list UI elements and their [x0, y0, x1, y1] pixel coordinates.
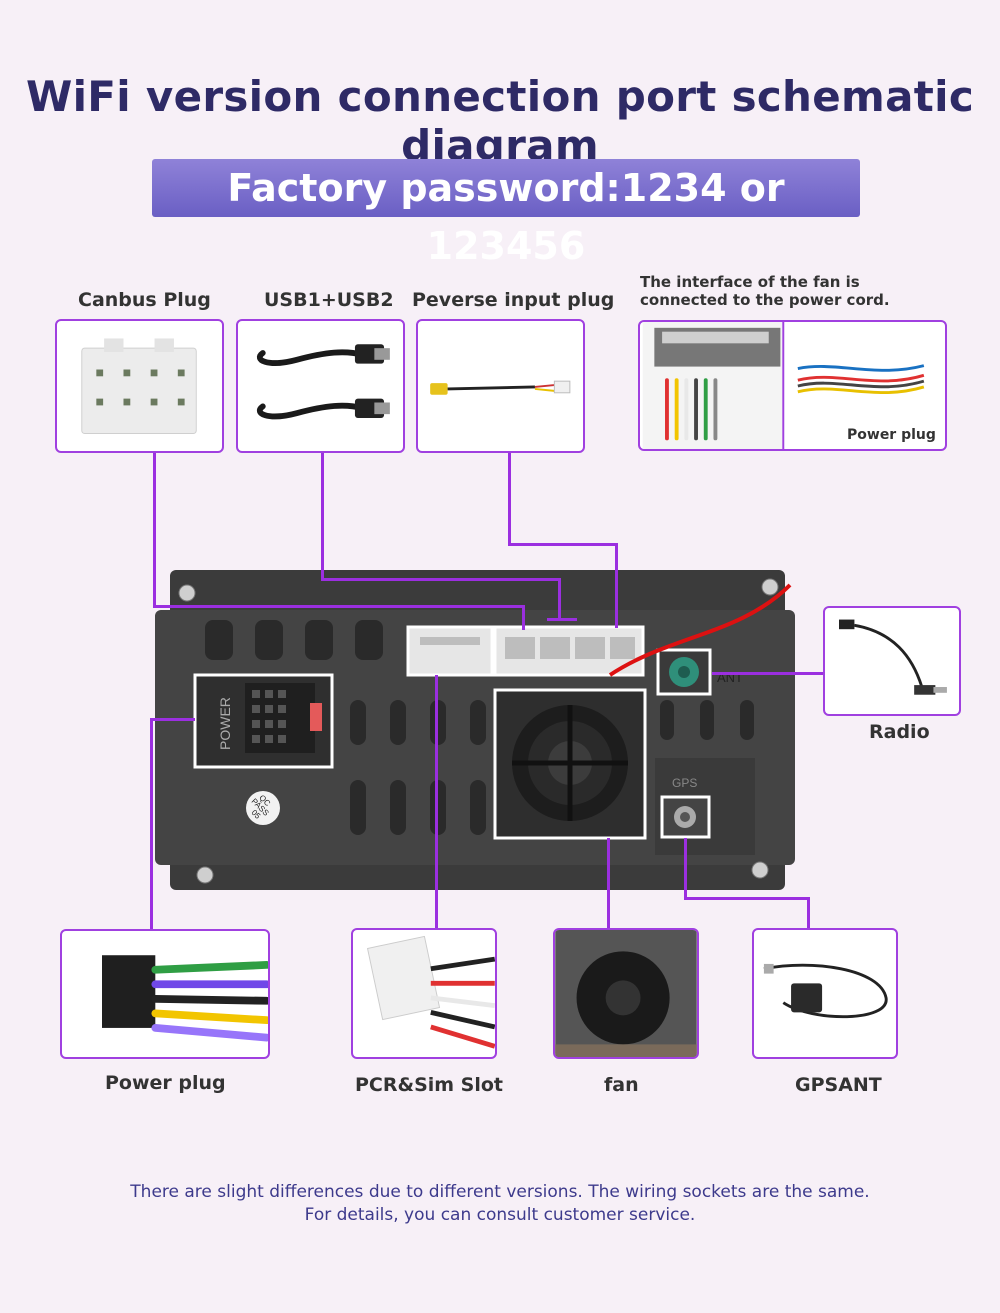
pcr-connector-image [351, 928, 497, 1059]
fan-label: fan [604, 1074, 639, 1096]
pcr-sim-label: PCR&Sim Slot [355, 1074, 504, 1096]
canbus-label: Canbus Plug [78, 289, 211, 311]
gps-wire-v [684, 838, 687, 900]
reverse-wire-h [508, 543, 618, 546]
power-wire-h [150, 718, 195, 721]
power-plug-image [60, 929, 270, 1059]
fan-note-label: The interface of the fan is connected to… [640, 273, 890, 309]
gps-label: GPSANT [795, 1074, 882, 1096]
usb-cables-image [236, 319, 405, 453]
radio-wire-h [712, 672, 824, 675]
power-plug-inner-label: Power plug [847, 427, 936, 443]
gps-antenna-image [752, 928, 898, 1059]
pcr-wire-v [435, 675, 438, 930]
gps-wire-h [684, 897, 810, 900]
gps-port-text: GPS [672, 776, 697, 790]
canbus-plug-image [55, 319, 224, 453]
password-banner: Factory password:1234 or 123456 [152, 159, 860, 268]
footer-line-2: For details, you can consult customer se… [304, 1205, 696, 1225]
power-port-text: POWER [217, 697, 233, 750]
page-title: WiFi version connection port schematic d… [25, 72, 975, 170]
power-plug-label: Power plug [105, 1072, 226, 1094]
footer-note: There are slight differences due to diff… [0, 1181, 1000, 1227]
canbus-wire-h [153, 605, 525, 608]
gps-wire-v2 [807, 897, 810, 930]
reverse-plug-image [416, 319, 585, 453]
usb-wire-v2 [558, 578, 561, 618]
usb-wire-v [321, 453, 324, 581]
fan-image [553, 928, 699, 1059]
fan-wire-v [607, 838, 610, 930]
usb-wire-h2 [547, 618, 577, 621]
head-unit-rear: POWER QC PASS 05 ANT GPS [150, 565, 800, 910]
radio-antenna-image [823, 606, 961, 716]
canbus-wire-v [153, 453, 156, 608]
harness-image: Power plug [638, 320, 947, 451]
power-wire-v [150, 718, 153, 930]
radio-label: Radio [869, 721, 930, 743]
reverse-label: Peverse input plug [412, 289, 615, 311]
canbus-wire-v2 [522, 605, 525, 630]
reverse-wire-v [508, 453, 511, 546]
footer-line-1: There are slight differences due to diff… [130, 1182, 870, 1202]
usb-wire-h [321, 578, 561, 581]
usb-label: USB1+USB2 [264, 289, 394, 311]
reverse-wire-v2 [615, 543, 618, 628]
